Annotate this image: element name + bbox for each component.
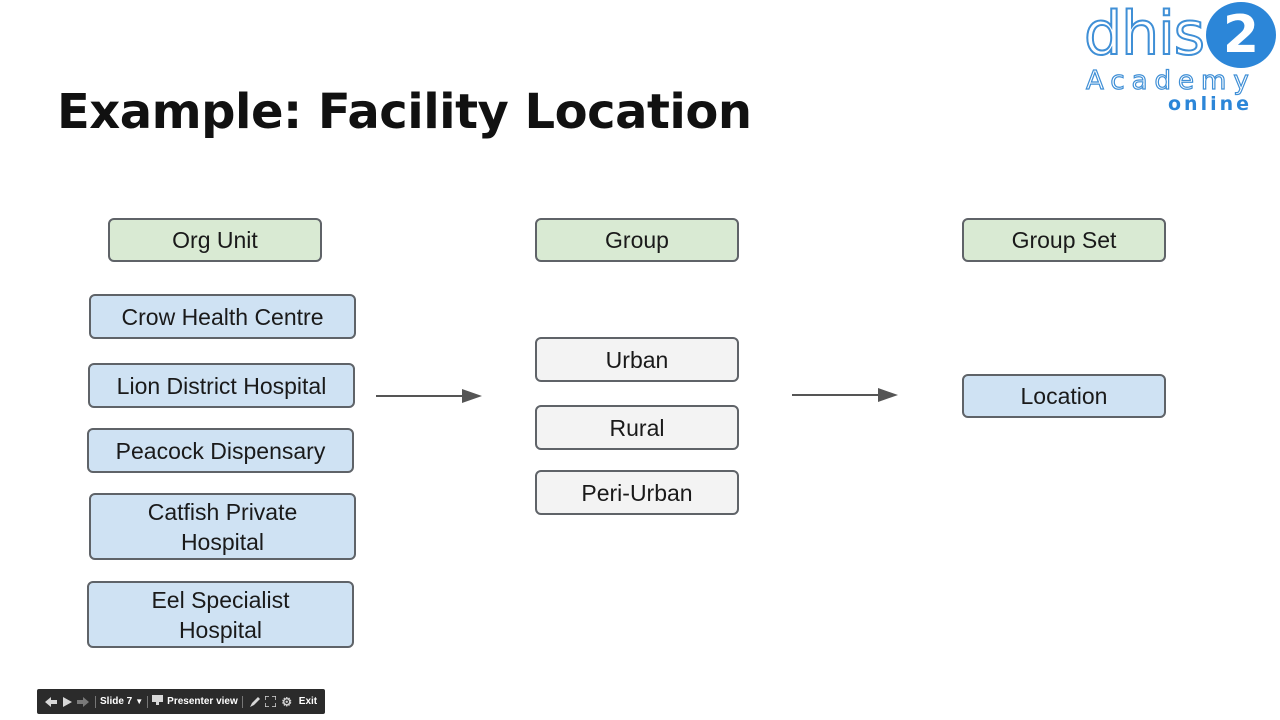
gear-icon[interactable]: ⚙ — [281, 694, 293, 709]
logo-online: online — [1168, 93, 1253, 115]
logo-academy: Academy — [1085, 65, 1256, 96]
chevron-down-icon: ▼ — [135, 697, 144, 706]
logo-word: dhis — [1083, 0, 1206, 70]
slide-title: Example: Facility Location — [57, 84, 752, 140]
toolbar-divider — [241, 695, 243, 708]
group-item: Urban — [535, 337, 739, 382]
toolbar-divider — [95, 695, 96, 708]
org-unit-item: Lion District Hospital — [88, 363, 355, 408]
presentation-toolbar: Slide 7 ▼ Presenter view ⚙ Exit — [37, 689, 325, 714]
org-unit-header: Org Unit — [108, 218, 322, 262]
org-unit-item: Eel Specialist Hospital — [87, 581, 354, 648]
logo-number: 2 — [1206, 2, 1276, 68]
org-unit-item: Catfish Private Hospital — [89, 493, 356, 560]
group-header: Group — [535, 218, 739, 262]
toolbar-divider — [147, 695, 149, 708]
slide-label: Slide 7 — [100, 696, 133, 707]
group-set-item: Location — [962, 374, 1166, 418]
group-item: Peri-Urban — [535, 470, 739, 515]
group-item: Rural — [535, 405, 739, 450]
arrow-right-connector — [376, 389, 482, 403]
group-set-header: Group Set — [962, 218, 1166, 262]
arrow-left-icon[interactable] — [43, 692, 59, 712]
arrow-right-connector — [792, 388, 898, 402]
pen-icon[interactable] — [247, 692, 263, 712]
arrow-right-icon[interactable] — [75, 692, 91, 712]
org-unit-item: Crow Health Centre — [89, 294, 356, 339]
exit-button[interactable]: Exit — [298, 696, 318, 707]
slide-selector[interactable]: Slide 7 ▼ — [100, 696, 143, 707]
presenter-view-button[interactable]: Presenter view — [152, 695, 238, 708]
presenter-icon — [152, 695, 164, 708]
play-icon[interactable] — [59, 692, 75, 712]
org-unit-item: Peacock Dispensary — [87, 428, 354, 473]
presenter-view-label: Presenter view — [167, 696, 238, 707]
fullscreen-icon[interactable] — [263, 692, 279, 712]
dhis2-academy-logo: dhis 2 Academy online — [1082, 0, 1280, 120]
